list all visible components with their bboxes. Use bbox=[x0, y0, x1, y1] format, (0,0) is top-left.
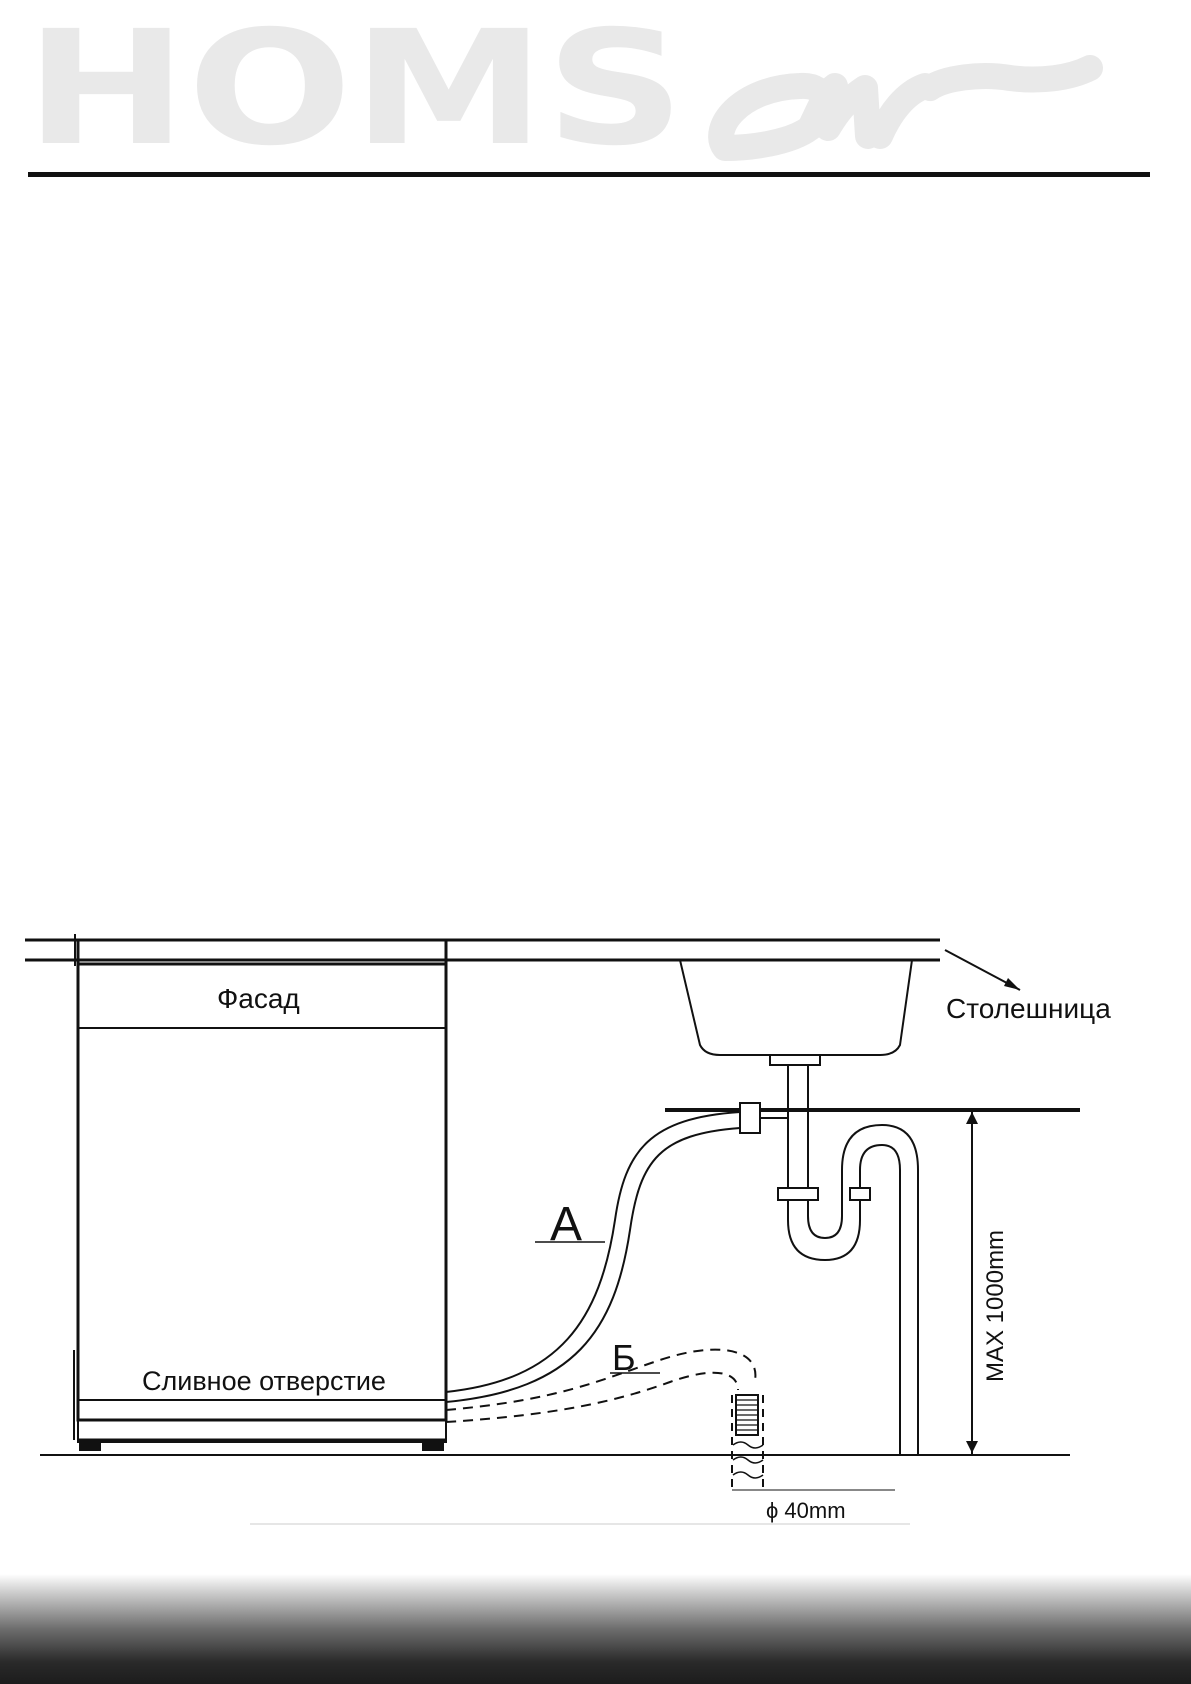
sink-bowl bbox=[679, 959, 913, 1056]
facade-label: Фасад bbox=[217, 983, 300, 1014]
max-height-label: MAX 1000mm bbox=[982, 1230, 1009, 1382]
drain-outlet-label: Сливное отверстие bbox=[142, 1366, 386, 1396]
hose-a-outer bbox=[445, 1111, 741, 1393]
siphon-inner bbox=[807, 1123, 919, 1455]
footer-gradient-band bbox=[0, 1574, 1191, 1684]
hose-b-outer bbox=[445, 1348, 757, 1411]
brand-logo: HOMS bbox=[25, 18, 1103, 168]
hose-b-inner bbox=[445, 1371, 739, 1423]
sink-drain-flange bbox=[769, 1054, 821, 1066]
dishwasher-foot-right bbox=[422, 1439, 444, 1451]
hose-a-inner bbox=[445, 1127, 741, 1403]
hose-a-label: А bbox=[550, 1198, 582, 1251]
siphon-outer bbox=[787, 1143, 901, 1455]
countertop-label: Столешница bbox=[946, 993, 1111, 1024]
dishwasher-body bbox=[76, 938, 448, 1422]
hose-b-label: Б bbox=[612, 1337, 636, 1378]
drain-installation-diagram: Фасад Столешница Сливное отверстие А Б M… bbox=[25, 934, 1111, 1525]
hose-connector bbox=[739, 1102, 761, 1134]
pipe-diameter-label: ϕ 40mm bbox=[766, 1498, 846, 1523]
floor-drain-break-marks bbox=[732, 1441, 764, 1479]
svg-text:HOMS: HOMS bbox=[25, 18, 685, 168]
dishwasher-foot-left bbox=[79, 1439, 101, 1451]
header-rule bbox=[28, 172, 1150, 177]
